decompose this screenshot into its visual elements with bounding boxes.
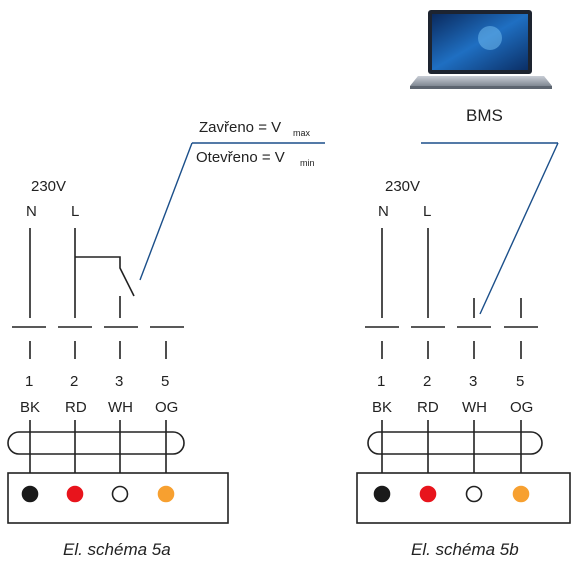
terminal-number-2: 2 <box>70 373 78 390</box>
switch-leader-line <box>139 142 193 281</box>
switch-closed-label: Zavřeno = V <box>199 119 281 136</box>
wire-code-bk: BK <box>372 399 392 416</box>
wire-code-rd: RD <box>65 399 87 416</box>
supply-voltage-label: 230V <box>31 178 66 195</box>
terminal-bk <box>373 485 391 503</box>
wire-code-og: OG <box>155 399 178 416</box>
cable-sheath <box>367 431 543 455</box>
phase-label-n: N <box>26 203 37 220</box>
phase-label-l: L <box>71 203 79 220</box>
diagram-5b: BMS 230V N L 1 2 3 5 BK RD WH OG <box>356 10 571 559</box>
cable-sheath <box>7 431 185 455</box>
terminal-number-1: 1 <box>377 373 385 390</box>
bms-leader-line <box>479 142 559 315</box>
terminal-bk <box>21 485 39 503</box>
terminal-rd <box>66 485 84 503</box>
caption-5a: El. schéma 5a <box>63 540 171 559</box>
terminal-number-3: 3 <box>469 373 477 390</box>
caption-5b: El. schéma 5b <box>411 540 519 559</box>
switch-closed-subscript: max <box>293 128 311 138</box>
supply-voltage-label: 230V <box>385 178 420 195</box>
wire-code-wh: WH <box>108 399 133 416</box>
phase-label-n: N <box>378 203 389 220</box>
terminal-number-5: 5 <box>516 373 524 390</box>
laptop-icon <box>410 10 552 89</box>
terminal-number-5: 5 <box>161 373 169 390</box>
switch-open-label: Otevřeno = V <box>196 149 285 166</box>
phase-label-l: L <box>423 203 431 220</box>
wire-code-bk: BK <box>20 399 40 416</box>
switch-contact <box>75 256 135 297</box>
terminal-wh <box>111 485 129 503</box>
terminal-number-3: 3 <box>115 373 123 390</box>
wire-code-wh: WH <box>462 399 487 416</box>
terminal-wh <box>465 485 483 503</box>
terminal-og <box>157 485 175 503</box>
terminal-box <box>356 472 571 524</box>
terminal-og <box>512 485 530 503</box>
switch-open-subscript: min <box>300 158 315 168</box>
terminal-number-2: 2 <box>423 373 431 390</box>
terminal-rd <box>419 485 437 503</box>
wire-code-og: OG <box>510 399 533 416</box>
wire-code-rd: RD <box>417 399 439 416</box>
bms-label: BMS <box>466 106 503 125</box>
terminal-number-1: 1 <box>25 373 33 390</box>
diagram-5a: Zavřeno = V max Otevřeno = V min 230V N … <box>7 119 325 559</box>
